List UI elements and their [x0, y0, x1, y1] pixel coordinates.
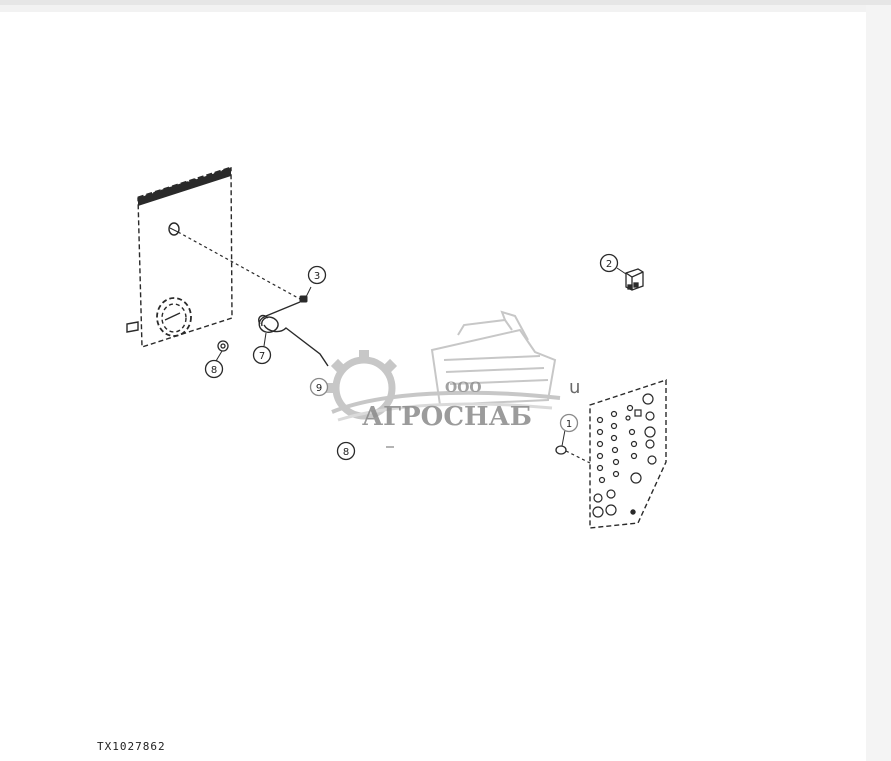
- callout-7: 7: [252, 345, 272, 365]
- figure-id-label: TX1027862: [97, 740, 166, 753]
- watermark-prefix: ООО: [445, 380, 482, 396]
- callout-2: 2: [599, 253, 619, 273]
- nut-part-right: [555, 445, 567, 455]
- right-gutter: [866, 5, 891, 761]
- svg-text:9: 9: [316, 383, 322, 394]
- top-bar: [0, 0, 891, 5]
- svg-text:1: 1: [566, 419, 572, 430]
- diagram-sheet: [0, 12, 866, 761]
- svg-text:2: 2: [606, 259, 612, 270]
- callout-3: 3: [307, 265, 327, 285]
- svg-text:3: 3: [314, 271, 320, 282]
- left-panel: [126, 166, 233, 348]
- nut-part-left: [217, 340, 229, 352]
- watermark-fragment: u: [569, 377, 580, 398]
- leader-line-3: [177, 231, 301, 300]
- svg-text:7: 7: [259, 351, 265, 362]
- leader-line-1: [565, 450, 591, 464]
- right-panel: [589, 379, 667, 529]
- callout-8-left: 8: [204, 359, 224, 379]
- watermark-logo: [326, 310, 561, 422]
- callout-1: 1: [559, 413, 579, 433]
- svg-text:8: 8: [211, 365, 217, 376]
- fitting-part: [299, 295, 308, 303]
- wire-harness: [258, 301, 329, 367]
- callout-9: 9: [309, 377, 329, 397]
- callout-8-center: 8: [336, 441, 356, 461]
- switch-part: [625, 268, 644, 291]
- watermark-name: АГРОСНАБ: [362, 402, 532, 432]
- svg-text:8: 8: [343, 447, 349, 458]
